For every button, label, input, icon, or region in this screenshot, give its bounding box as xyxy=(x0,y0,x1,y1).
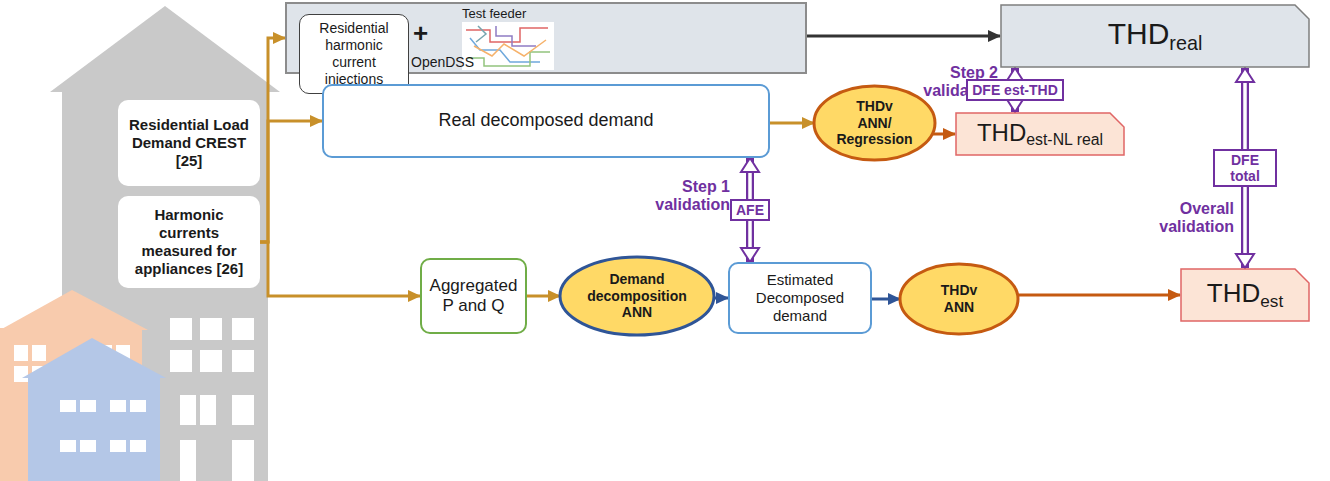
text-block: Harmonic currents measured for appliance… xyxy=(125,206,253,278)
process-box: Estimated Decomposed demand xyxy=(728,262,872,334)
building-roof xyxy=(50,6,280,92)
process-box: Residential harmonic current injections xyxy=(299,14,409,94)
simulation-panel: Test feeder+OpenDSSResidential harmonic … xyxy=(285,2,807,74)
hollow-arrowhead xyxy=(1236,254,1254,268)
edge-label: AFE xyxy=(730,199,770,221)
process-box: Real decomposed demand xyxy=(322,84,770,158)
node-text: Demand decomposition ANN xyxy=(585,271,690,321)
flow-arrow xyxy=(714,298,728,299)
node-text: Residential harmonic current injections xyxy=(306,20,402,87)
test-feeder-graphic xyxy=(462,22,554,70)
flow-arrow xyxy=(770,123,814,124)
node-subtext: ANN xyxy=(941,299,978,316)
data-source-box: Residential Load Demand CREST [25] xyxy=(118,100,260,186)
house-roof xyxy=(0,290,148,330)
model-ellipse: Demand decomposition ANN xyxy=(558,255,716,337)
ellipse-shape xyxy=(560,257,714,335)
plus-sign: + xyxy=(413,18,428,49)
cut-shape xyxy=(1181,269,1309,321)
node-text: Estimated Decomposed demand xyxy=(735,271,865,325)
text-block: THDvANN xyxy=(941,282,978,316)
flow-arrow xyxy=(260,38,285,242)
text-block: Demand decomposition ANN xyxy=(585,271,690,321)
connector-line xyxy=(872,298,900,301)
step-label: Step 1 validation xyxy=(652,178,730,213)
model-ellipse: THDvANN/ Regression xyxy=(812,84,937,162)
result-box: THDest-NL real xyxy=(955,112,1125,156)
flow-arrow xyxy=(807,36,1000,37)
text-block: Aggregated P and Q xyxy=(427,276,520,317)
node-subtext: ANN/ Regression xyxy=(834,115,915,149)
hollow-arrowhead xyxy=(741,248,759,262)
quantity-subscript: est xyxy=(1260,291,1283,311)
text-block: THDest-NL real xyxy=(977,119,1103,150)
step-label: Overall validation xyxy=(1150,200,1234,235)
quantity-symbol: THD xyxy=(1207,278,1260,308)
text-block: Estimated Decomposed demand xyxy=(735,271,865,325)
building-windows xyxy=(170,318,254,481)
text-block: Residential harmonic current injections xyxy=(306,20,402,87)
flow-arrow xyxy=(260,121,322,242)
hollow-arrowhead xyxy=(1236,68,1254,82)
cut-shape xyxy=(1001,5,1309,67)
tool-name: OpenDSS xyxy=(411,54,474,70)
connector-line xyxy=(714,297,728,300)
connector-line xyxy=(1018,294,1180,297)
node-text: THDv xyxy=(834,98,915,115)
text-block: THDreal xyxy=(1108,16,1203,56)
text-block: Real decomposed demand xyxy=(438,110,653,132)
ellipse-shape xyxy=(814,86,935,160)
result-box: THDreal xyxy=(1000,4,1310,68)
text-block: THDvANN/ Regression xyxy=(834,98,915,148)
connector-line xyxy=(260,38,285,242)
flow-arrow xyxy=(1018,295,1180,296)
node-text: Residential Load Demand CREST [25] xyxy=(125,116,253,170)
connector-line xyxy=(770,122,814,125)
connector-line xyxy=(527,295,560,298)
house-body xyxy=(28,376,160,481)
result-box: THDest xyxy=(1180,268,1310,322)
ellipse-shape xyxy=(900,264,1018,334)
house-windows xyxy=(60,400,146,452)
connector-line xyxy=(260,121,322,242)
panel-caption: Test feeder xyxy=(462,6,526,21)
data-source-box: Harmonic currents measured for appliance… xyxy=(118,196,260,288)
quantity-symbol: THD xyxy=(977,119,1026,146)
node-text: Real decomposed demand xyxy=(438,110,653,132)
cut-shape xyxy=(956,113,1124,155)
connector-line xyxy=(807,35,1000,38)
edge-label: DFE est-THD xyxy=(966,79,1064,101)
text-block: Residential Load Demand CREST [25] xyxy=(125,116,253,170)
quantity-subscript: real xyxy=(1169,32,1202,54)
house-roof xyxy=(22,338,166,378)
hollow-arrowhead xyxy=(741,158,759,172)
edge-label: DFE total xyxy=(1213,149,1277,187)
text-block: THDest xyxy=(1207,278,1283,312)
node-text: THDv xyxy=(941,282,978,299)
quantity-subscript: est-NL real xyxy=(1026,131,1103,148)
flow-arrow xyxy=(527,296,560,297)
connector-line xyxy=(260,242,420,296)
flow-arrow xyxy=(932,134,955,135)
node-text: Harmonic currents measured for appliance… xyxy=(125,206,253,278)
flow-arrow xyxy=(872,299,900,300)
flow-arrow xyxy=(260,242,420,296)
connector-line xyxy=(932,133,955,136)
model-ellipse: THDvANN xyxy=(898,262,1020,336)
node-text: Aggregated P and Q xyxy=(427,276,520,317)
quantity-symbol: THD xyxy=(1108,17,1170,50)
input-box: Aggregated P and Q xyxy=(420,258,527,334)
